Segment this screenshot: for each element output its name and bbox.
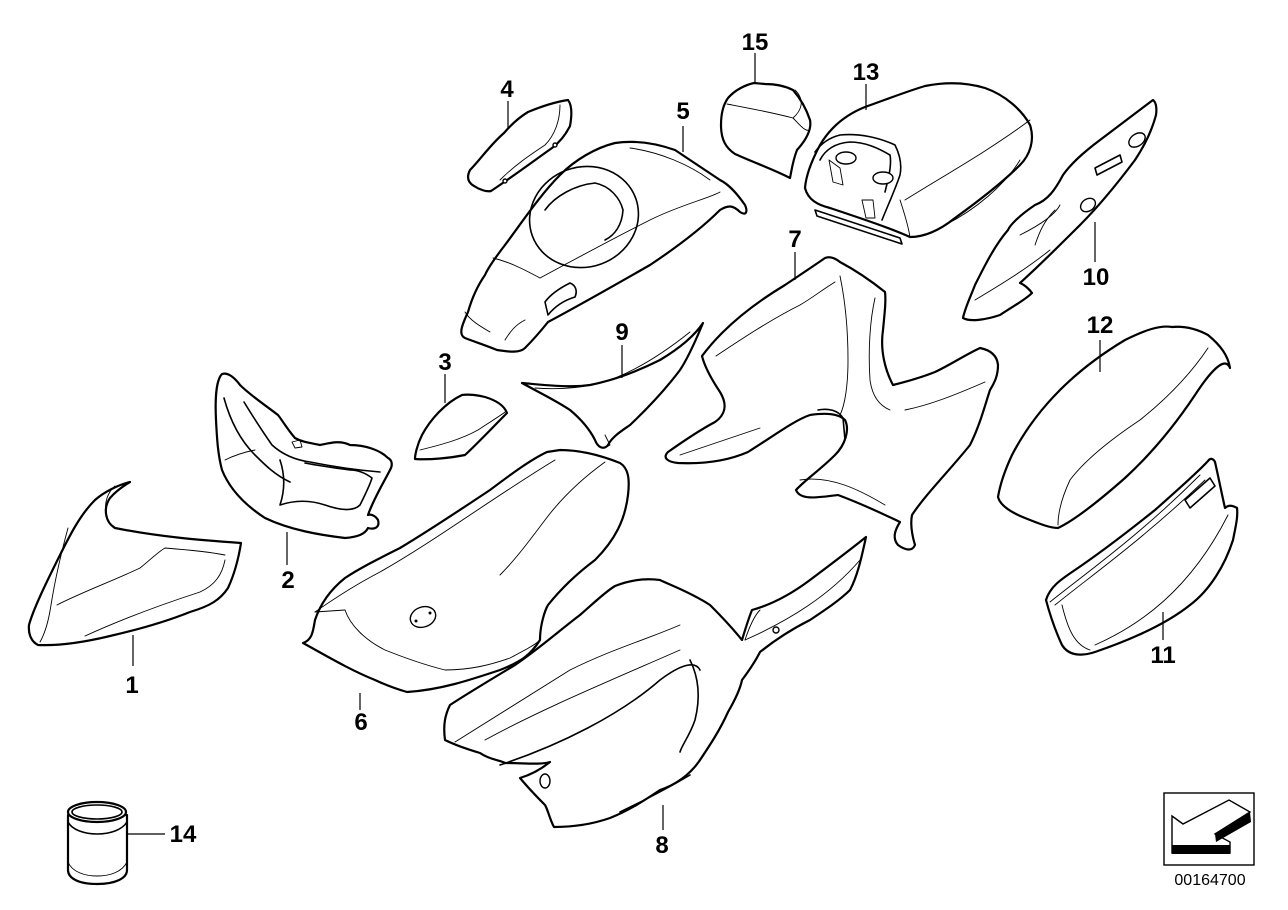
part-5-tank-cover[interactable] [460,140,748,353]
callout-12: 12 [1087,312,1114,339]
part-10-rear-trim[interactable] [961,98,1158,322]
callout-15: 15 [742,29,769,56]
part-7-center-frame[interactable] [664,256,1000,551]
part-6-side-panel[interactable] [301,448,630,694]
part-14-paint-can[interactable] [66,800,129,886]
callout-2: 2 [281,567,294,594]
part-11-case-lid-trim[interactable] [1044,457,1239,656]
callout-7: 7 [788,226,801,253]
callout-11: 11 [1150,642,1175,669]
document-number: 00164700 [1174,872,1245,889]
callout-4: 4 [500,76,514,103]
callout-5: 5 [676,98,689,125]
callout-14: 14 [170,821,197,848]
part-4-tank-strip[interactable] [467,98,573,193]
orientation-box [1163,792,1255,866]
callout-8: 8 [655,832,668,859]
callout-6: 6 [354,709,367,736]
callout-10: 10 [1083,264,1110,291]
part-13-seat-cover[interactable] [803,82,1034,245]
part-1-front-fairing[interactable] [27,480,243,647]
part-9-inner-trim[interactable] [520,321,705,449]
part-2-headlight-frame[interactable] [214,372,393,540]
part-12-case-lid[interactable] [996,325,1232,530]
callout-9: 9 [615,319,628,346]
callout-13: 13 [853,59,880,86]
part-8-lower-side[interactable] [443,535,868,829]
part-3-small-trim[interactable] [413,393,509,461]
part-15-seat-pad[interactable] [719,81,812,180]
callout-1: 1 [125,672,138,699]
callout-3: 3 [438,349,451,376]
arrow-down-left-icon [1171,799,1252,854]
